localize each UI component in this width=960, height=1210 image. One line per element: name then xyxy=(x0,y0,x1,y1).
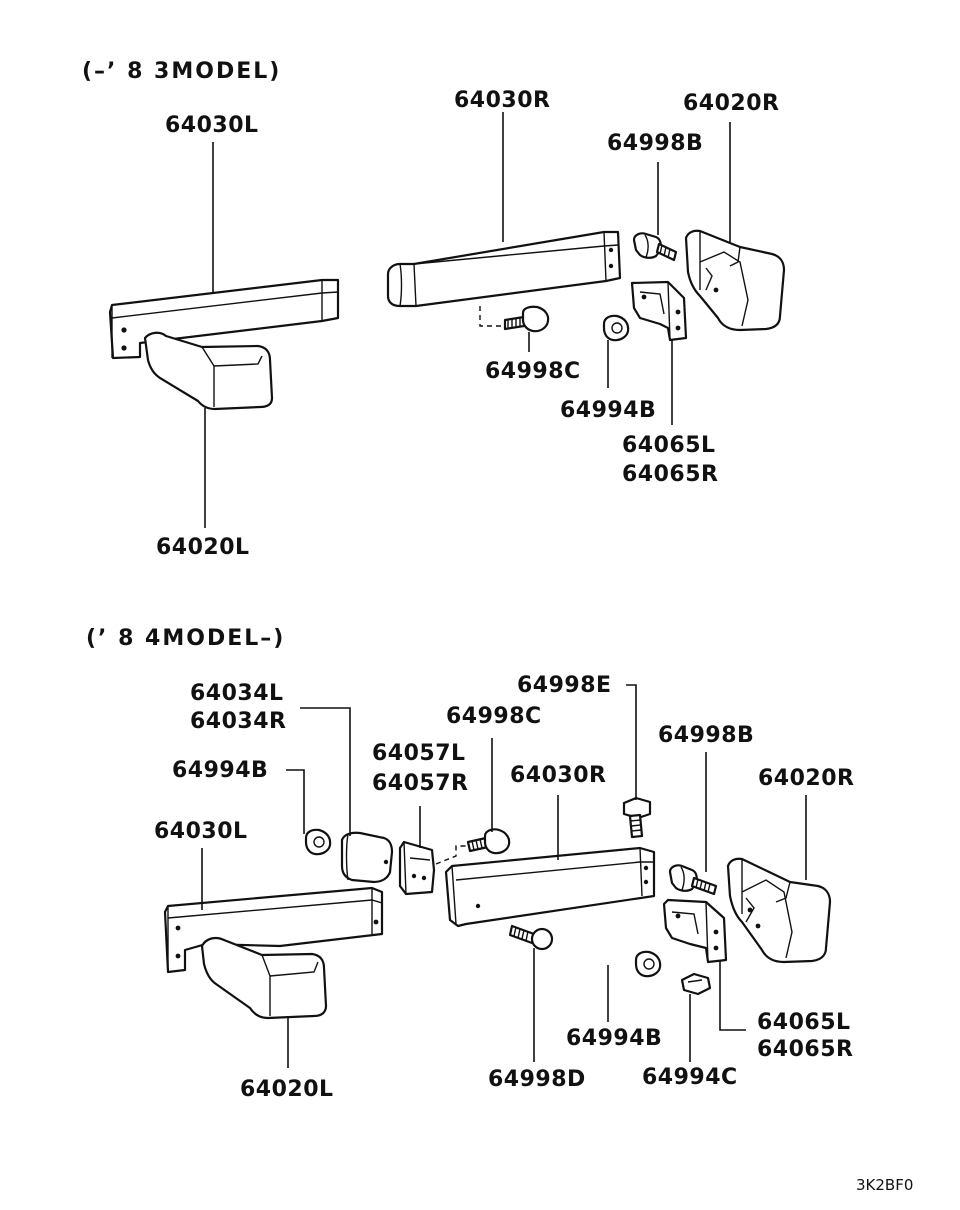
label-64998E: 64998E xyxy=(517,673,612,698)
label-64998C-top: 64998C xyxy=(485,359,581,384)
label-64020R-top: 64020R xyxy=(683,91,779,116)
bracket-64065-bottom xyxy=(662,898,728,964)
top-assembly: 64030L 64030R 64020R 64998B 64998C 64994… xyxy=(108,88,786,560)
label-64030L-bottom: 64030L xyxy=(154,819,248,844)
diagram-code: 3K2BF0 xyxy=(856,1176,913,1194)
end-cap-64020L-bottom xyxy=(200,936,328,1020)
end-cap-64020R xyxy=(684,229,786,332)
bolt-64998B-top xyxy=(632,232,678,262)
label-64020L-bottom: 64020L xyxy=(240,1077,334,1102)
label-64994B-top: 64994B xyxy=(560,398,656,423)
bracket-64057 xyxy=(398,840,436,896)
nut-64994B-top xyxy=(602,314,630,342)
bolt-64998D xyxy=(508,924,554,951)
nut-64994B-bottom-left xyxy=(304,828,332,856)
bumper-bar-64030R xyxy=(386,230,622,308)
end-cap-64020L xyxy=(143,331,274,411)
label-64994C: 64994C xyxy=(642,1065,738,1090)
label-64034L: 64034L xyxy=(190,681,284,706)
bolt-64998C-bottom xyxy=(466,828,511,855)
label-64994B-bottom-right: 64994B xyxy=(566,1026,662,1051)
label-64030R-bottom: 64030R xyxy=(510,763,606,788)
bolt-64998C-top xyxy=(503,305,550,333)
label-64994B-bottom-left: 64994B xyxy=(172,758,268,783)
label-64034R: 64034R xyxy=(190,709,286,734)
label-64065L-bottom: 64065L xyxy=(757,1010,851,1035)
bolt-64998B-bottom xyxy=(668,864,718,896)
label-64065L-top: 64065L xyxy=(622,433,716,458)
nut-64994C xyxy=(680,972,712,996)
nut-64994B-bottom-right xyxy=(634,950,662,978)
bolt-64998E xyxy=(622,796,652,839)
label-64998D: 64998D xyxy=(488,1067,586,1092)
label-64057R: 64057R xyxy=(372,771,468,796)
label-64065R-bottom: 64065R xyxy=(757,1037,853,1062)
model-header-83: (–’ 8 3MODEL) xyxy=(82,59,281,84)
bumper-bar-64030R-bottom xyxy=(444,846,656,928)
bottom-assembly: 64034L 64034R 64998E 64998C 64998B 64057… xyxy=(154,673,854,1102)
label-64030L-top: 64030L xyxy=(165,113,259,138)
label-64065R-top: 64065R xyxy=(622,462,718,487)
end-piece-64034 xyxy=(340,831,394,884)
model-header-84: (’ 8 4MODEL–) xyxy=(86,626,285,651)
label-64030R-top: 64030R xyxy=(454,88,550,113)
end-cap-64020R-bottom xyxy=(726,857,832,964)
bumper-bar-64030L-bottom xyxy=(163,886,384,974)
label-64057L: 64057L xyxy=(372,741,466,766)
label-64998B-top: 64998B xyxy=(607,131,703,156)
label-64020R-bottom: 64020R xyxy=(758,766,854,791)
label-64020L-top: 64020L xyxy=(156,535,250,560)
label-64998B-bottom: 64998B xyxy=(658,723,754,748)
bracket-64065-top xyxy=(630,280,688,342)
label-64998C-bottom: 64998C xyxy=(446,704,542,729)
